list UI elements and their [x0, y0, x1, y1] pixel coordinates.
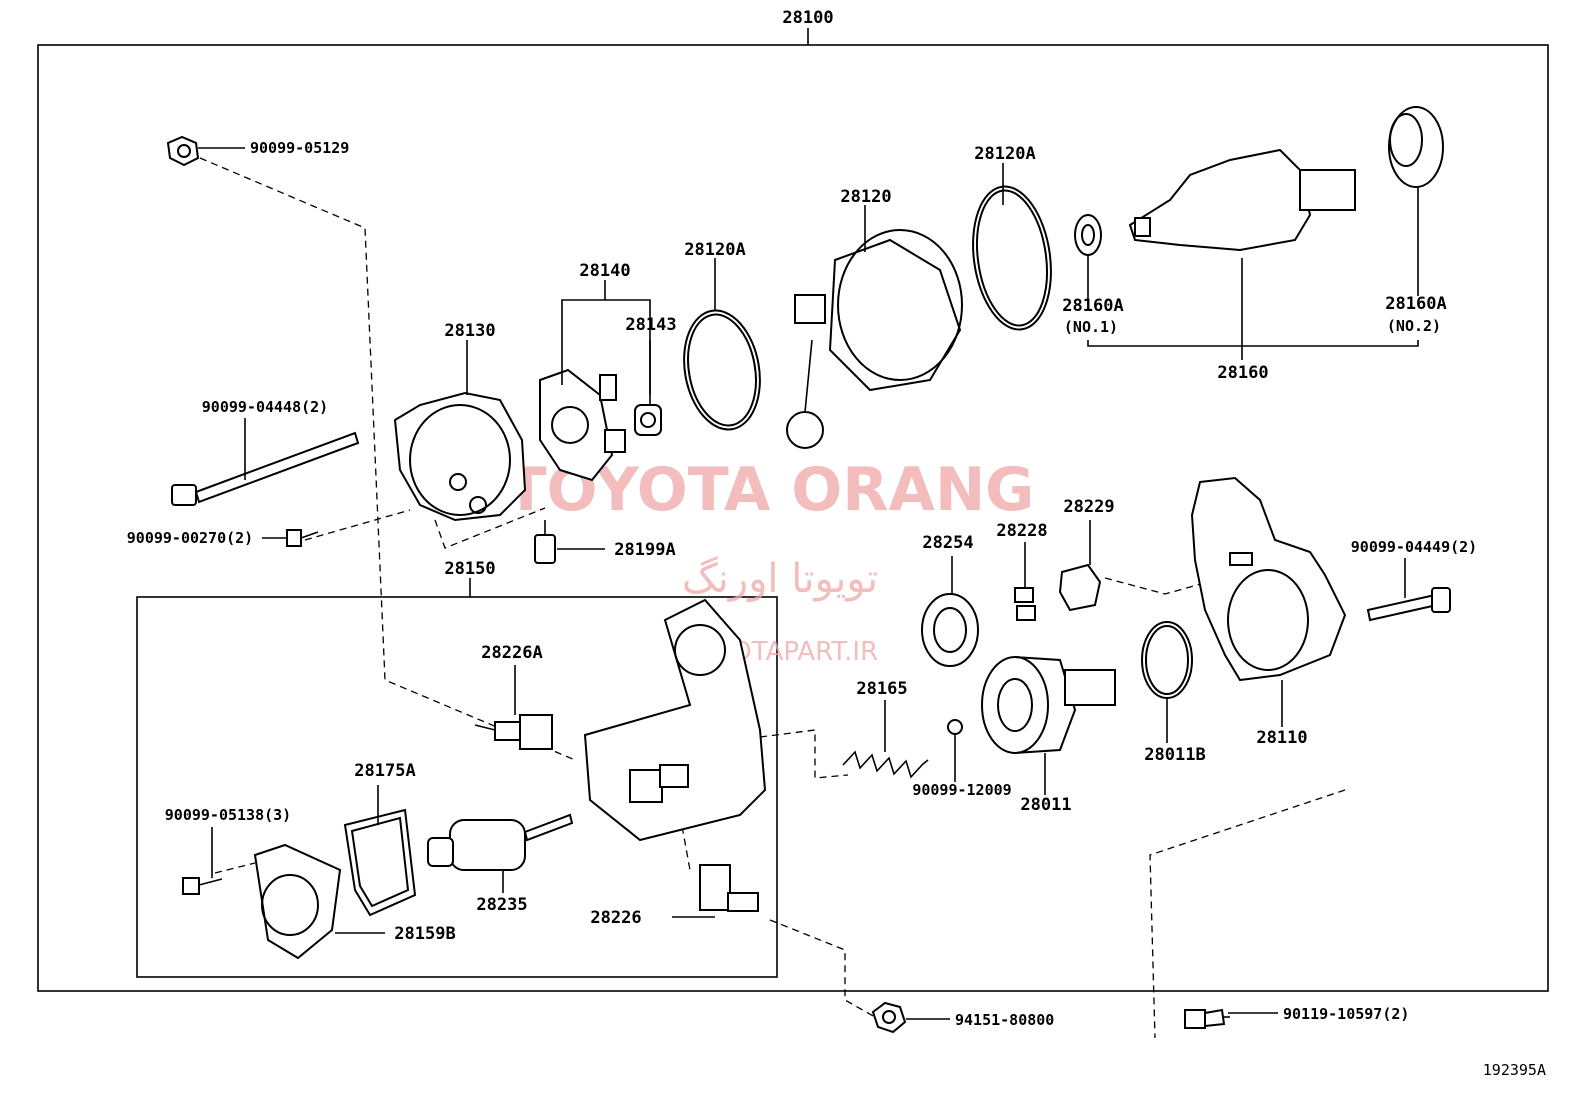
label-28175A: 28175A	[354, 761, 415, 781]
label-90099-05129: 90099-05129	[250, 139, 349, 157]
label-90099-04448: 90099-04448(2)	[202, 398, 328, 416]
part-28143	[634, 404, 662, 436]
nut-94151-80800	[871, 1001, 907, 1034]
label-28228: 28228	[996, 521, 1047, 541]
label-28160: 28160	[1217, 363, 1268, 383]
label-28150: 28150	[444, 559, 495, 579]
part-labels: 28100 28150 90099-05129 28120A 28120 281…	[127, 8, 1546, 1079]
label-28254: 28254	[922, 533, 973, 553]
label-28165: 28165	[856, 679, 907, 699]
plunger-28235	[427, 813, 574, 871]
label-28120: 28120	[840, 187, 891, 207]
part-28120	[786, 229, 963, 449]
sub-assembly-frame	[136, 578, 778, 978]
bolt-90099-04449	[1366, 587, 1451, 622]
label-28199A: 28199A	[614, 540, 675, 560]
label-90119-10597: 90119-10597(2)	[1283, 1005, 1409, 1023]
oring-28011B	[1141, 621, 1193, 699]
label-assembly-number: 28100	[782, 8, 833, 28]
spring-28165	[842, 750, 929, 779]
part-28140	[539, 368, 626, 482]
ball-90099-12009	[947, 719, 963, 735]
label-28229: 28229	[1063, 497, 1114, 517]
switch-housing-28150	[583, 598, 767, 842]
gasket-28175A	[343, 808, 417, 917]
part-28130	[393, 391, 527, 522]
label-28160A-no2: 28160A	[1385, 294, 1446, 314]
oring-28120A-top	[972, 185, 1052, 331]
label-28140: 28140	[579, 261, 630, 281]
label-90099-00270: 90099-00270(2)	[127, 529, 253, 547]
label-28130: 28130	[444, 321, 495, 341]
part-28229	[1058, 563, 1102, 612]
bearing-28160A-no1	[1074, 214, 1102, 256]
bolt-90119-10597	[1184, 1008, 1230, 1029]
oring-28120A-left	[683, 309, 761, 431]
bearing-28160A-no2	[1388, 106, 1444, 188]
cover-28159B	[253, 843, 342, 960]
part-28226A	[474, 714, 553, 750]
housing-28110	[1190, 476, 1347, 682]
armature-28160	[1128, 148, 1356, 252]
label-28143: 28143	[625, 315, 676, 335]
leader-lines	[198, 147, 1419, 1020]
part-28228	[1014, 587, 1036, 621]
label-28226A: 28226A	[481, 643, 542, 663]
label-28110: 28110	[1256, 728, 1307, 748]
figure-code: 192395A	[1483, 1061, 1546, 1079]
assembly-frame	[37, 28, 1549, 992]
label-90099-05138: 90099-05138(3)	[165, 806, 291, 824]
clutch-28011	[981, 656, 1116, 754]
part-28199A	[534, 520, 556, 564]
label-28235: 28235	[476, 895, 527, 915]
assembly-dashed-lines	[199, 157, 1346, 1039]
label-28159B: 28159B	[394, 924, 455, 944]
screw-90099-05138	[182, 877, 223, 895]
bolt-90099-04448	[171, 431, 360, 506]
label-28160A-no2-note: (NO.2)	[1387, 317, 1441, 335]
label-28160A-no1: 28160A	[1062, 296, 1123, 316]
label-90099-12009: 90099-12009	[912, 781, 1011, 799]
watermark-persian: تویوتا اورنگ	[682, 556, 878, 602]
screw-90099-00270	[286, 529, 319, 547]
nut-90099-05129	[166, 135, 200, 167]
gear-28254	[921, 593, 979, 667]
label-28120A-left: 28120A	[684, 240, 745, 260]
part-28226	[699, 864, 759, 912]
label-28226: 28226	[590, 908, 641, 928]
label-28011: 28011	[1020, 795, 1071, 815]
label-28011B: 28011B	[1144, 745, 1205, 765]
label-94151-80800: 94151-80800	[955, 1011, 1054, 1029]
label-28120A-top: 28120A	[974, 144, 1035, 164]
label-90099-04449: 90099-04449(2)	[1351, 538, 1477, 556]
label-28160A-no1-note: (NO.1)	[1064, 318, 1118, 336]
